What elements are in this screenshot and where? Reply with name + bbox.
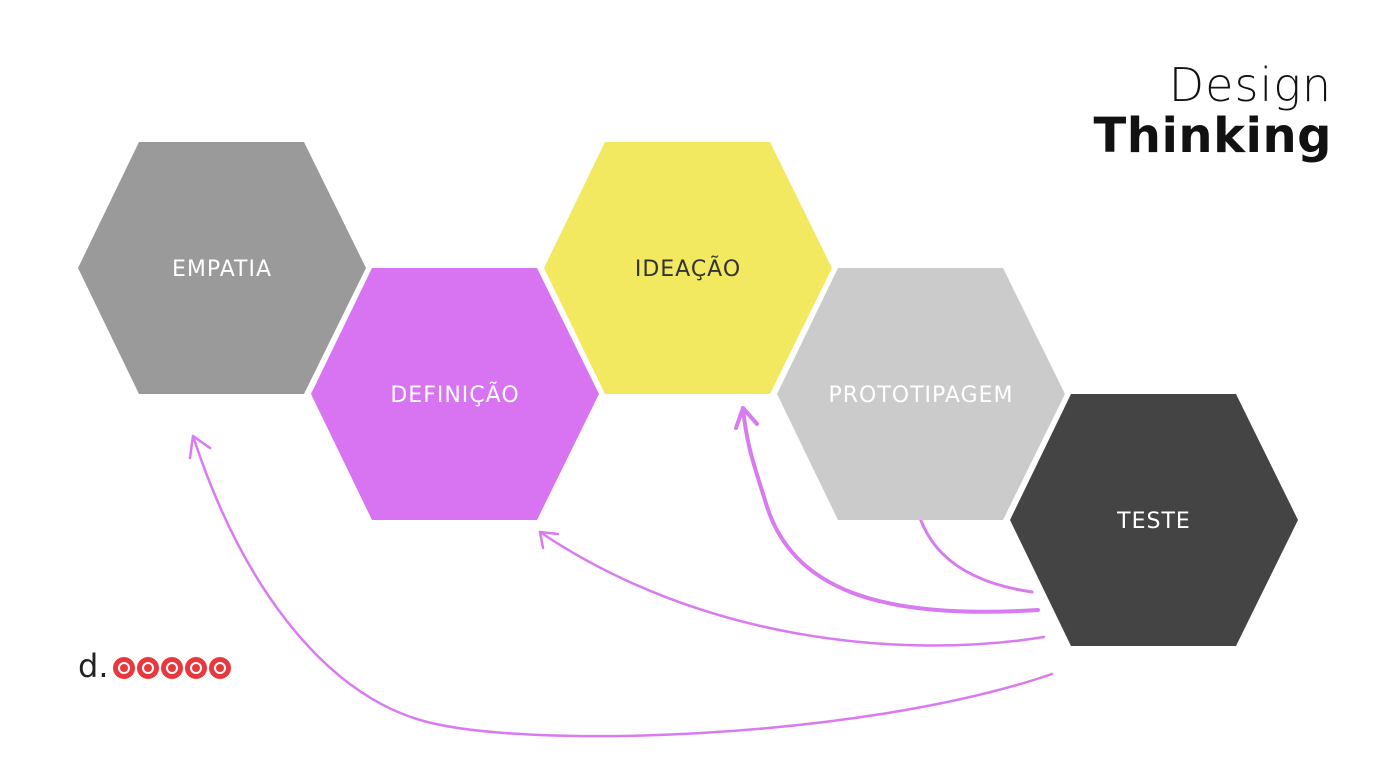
- title-line-thinking: Thinking: [1093, 108, 1332, 164]
- d-school-logo: d .: [78, 647, 232, 685]
- hex-label-ideacao: IDEAÇÃO: [635, 255, 741, 282]
- hex-ideacao: IDEAÇÃO: [544, 142, 832, 394]
- hex-teste: TESTE: [1010, 394, 1298, 646]
- stage-hexagons: EMPATIA DEFINIÇÃO IDEAÇÃO PROTOTIPAGEM T…: [78, 142, 1298, 646]
- arrow-teste-to-empatia: [191, 434, 1054, 738]
- arrow-head-definicao: [538, 530, 560, 550]
- logo-circle-4-icon: [185, 657, 208, 679]
- hex-shape-definicao: [311, 268, 599, 520]
- hex-shape-teste: [1010, 394, 1298, 646]
- title-line-design: Design: [1168, 58, 1332, 112]
- arrow-teste-to-ideacao: [741, 406, 1040, 614]
- hex-label-empatia: EMPATIA: [172, 257, 272, 282]
- hex-prototipagem: PROTOTIPAGEM: [777, 268, 1065, 520]
- logo-circle-3-icon: [161, 657, 184, 679]
- hex-shape-empatia: [78, 142, 366, 394]
- hex-shape-ideacao: [544, 142, 832, 394]
- arrow-head-ideacao: [734, 406, 759, 430]
- hex-label-prototipagem: PROTOTIPAGEM: [828, 383, 1013, 408]
- hex-shape-prototipagem: [777, 268, 1065, 520]
- arrow-head-empatia: [188, 434, 212, 460]
- logo-circle-5-icon: [209, 657, 232, 679]
- page-title: Design Thinking: [1094, 62, 1332, 160]
- hex-label-teste: TESTE: [1116, 509, 1191, 534]
- hex-definicao: DEFINIÇÃO: [311, 268, 599, 520]
- feedback-arrows: [188, 406, 1054, 738]
- logo-letter: d: [78, 647, 99, 685]
- logo-dot: .: [98, 647, 109, 685]
- logo-circle-2-icon: [137, 657, 160, 679]
- hex-empatia: EMPATIA: [78, 142, 366, 394]
- hex-label-definicao: DEFINIÇÃO: [390, 381, 519, 408]
- logo-circle-1-icon: [113, 657, 136, 679]
- arrow-teste-to-definicao: [538, 530, 1046, 647]
